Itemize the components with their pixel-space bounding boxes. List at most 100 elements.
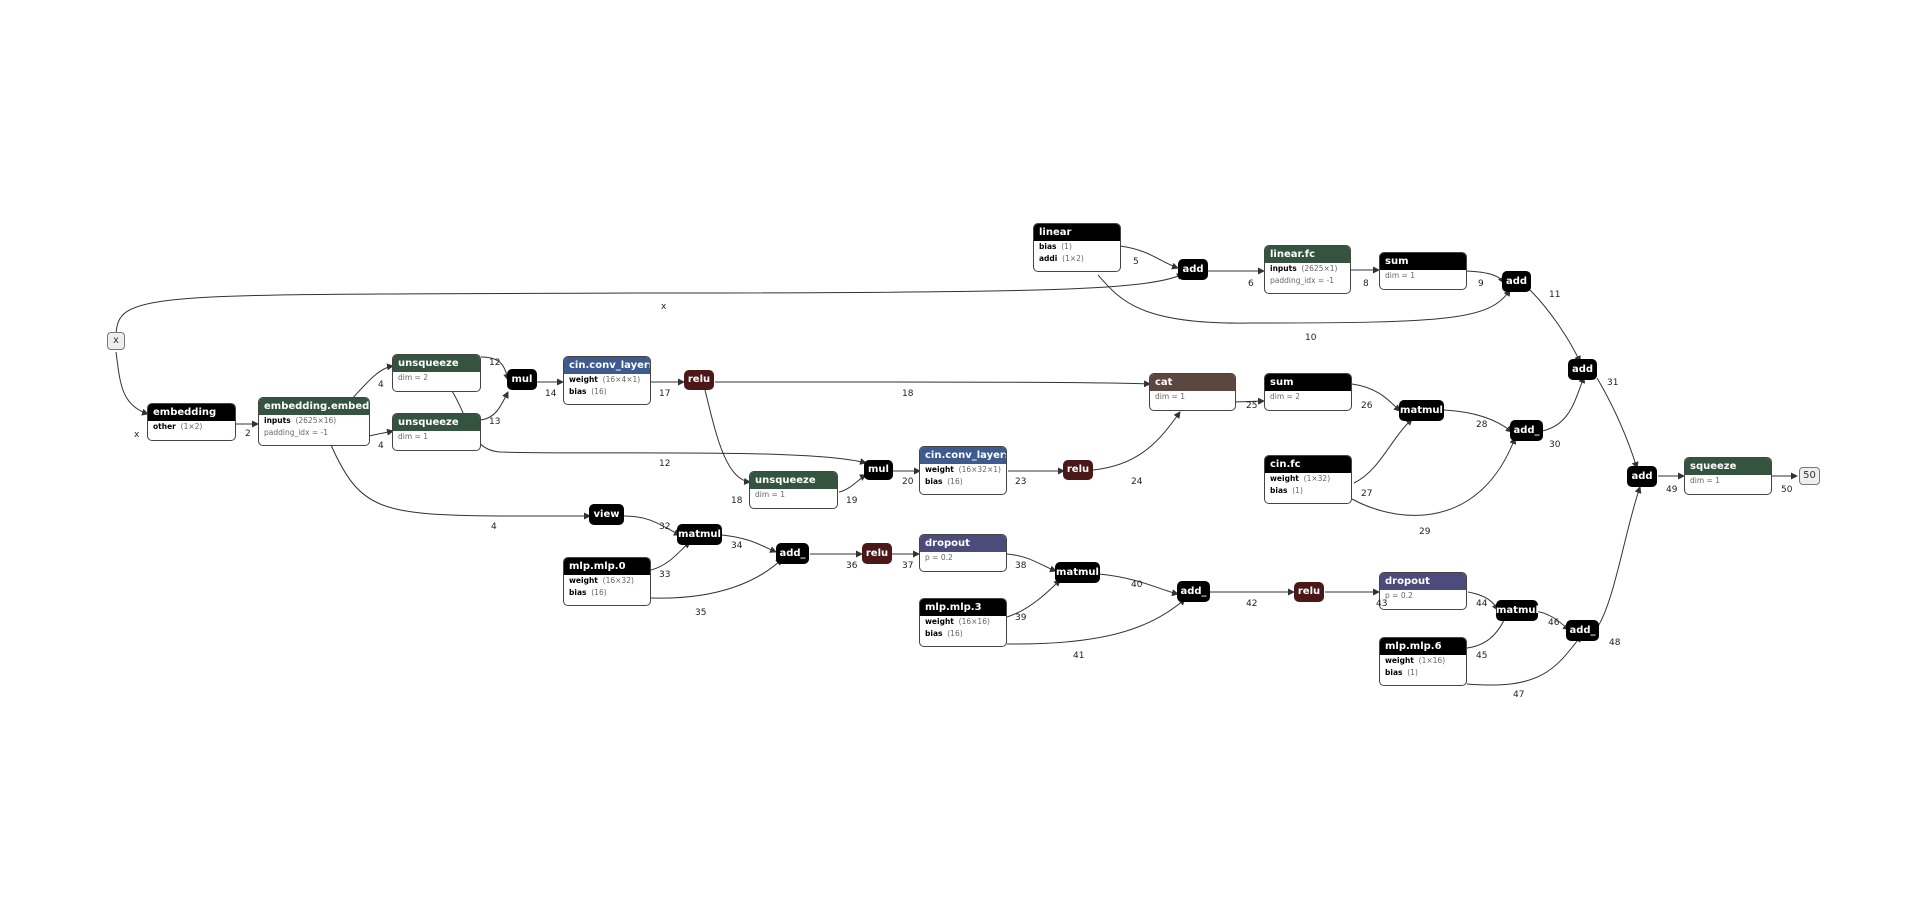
add-inplace-op-3[interactable]: add_ bbox=[1566, 620, 1599, 641]
sum-node-1[interactable]: sum dim = 1 bbox=[1379, 252, 1467, 290]
node-title: dropout bbox=[920, 535, 1006, 552]
add-op-1[interactable]: add bbox=[1178, 259, 1208, 280]
matmul-op-2[interactable]: matmul bbox=[1055, 562, 1100, 583]
sum-node-2[interactable]: sum dim = 2 bbox=[1264, 373, 1352, 411]
edge bbox=[704, 389, 751, 485]
embedding-embedding-node[interactable]: embedding.embedding inputs (2625×16) pad… bbox=[258, 397, 370, 446]
cin-fc-node[interactable]: cin.fc weight (1×32) bias (1) bbox=[1264, 455, 1352, 504]
edge-label: 35 bbox=[695, 608, 707, 618]
edge-label: 29 bbox=[1419, 527, 1431, 537]
mlp-mlp-3-node[interactable]: mlp.mlp.3 weight (16×16) bias (16) bbox=[919, 598, 1007, 647]
edge-label: 18 bbox=[902, 389, 914, 399]
node-title: mlp.mlp.3 bbox=[920, 599, 1006, 616]
edge bbox=[451, 390, 867, 465]
edge-label: 20 bbox=[902, 477, 914, 487]
cin-conv-layers-1-node[interactable]: cin.conv_layers.1 weight (16×32×1) bias … bbox=[919, 446, 1007, 495]
edge-label: 31 bbox=[1607, 378, 1619, 388]
edge bbox=[1351, 437, 1517, 516]
add-inplace-op-4[interactable]: add_ bbox=[1510, 420, 1543, 441]
relu-op-3[interactable]: relu bbox=[862, 543, 892, 564]
edge bbox=[1233, 397, 1265, 405]
edge-label: 48 bbox=[1609, 638, 1621, 648]
edge bbox=[1529, 289, 1581, 363]
add-op-2[interactable]: add bbox=[1502, 271, 1531, 292]
edge bbox=[1006, 553, 1057, 573]
edge-label: 38 bbox=[1015, 561, 1027, 571]
add-inplace-op-2[interactable]: add_ bbox=[1177, 581, 1210, 602]
edge-label: 30 bbox=[1549, 440, 1561, 450]
edge bbox=[115, 351, 149, 416]
edge-label: 32 bbox=[659, 522, 671, 532]
node-title: dropout bbox=[1380, 573, 1466, 590]
edge bbox=[838, 474, 867, 493]
node-title: cin.conv_layers.0 bbox=[564, 357, 650, 374]
edge bbox=[115, 273, 1184, 336]
relu-op-4[interactable]: relu bbox=[1294, 582, 1324, 602]
node-title: mlp.mlp.6 bbox=[1380, 638, 1466, 655]
embedding-node[interactable]: embedding other (1×2) bbox=[147, 403, 236, 441]
unsqueeze-node-3[interactable]: unsqueeze dim = 1 bbox=[749, 471, 838, 509]
matmul-op-3[interactable]: matmul bbox=[1496, 600, 1539, 621]
edge-label: 12 bbox=[489, 358, 501, 368]
edge bbox=[1119, 245, 1179, 270]
edge-label: 23 bbox=[1015, 477, 1027, 487]
input-x[interactable]: x bbox=[107, 332, 125, 350]
unsqueeze-node-1[interactable]: unsqueeze dim = 2 bbox=[392, 354, 481, 392]
output-50[interactable]: 50 bbox=[1799, 467, 1820, 485]
edge-label: 9 bbox=[1478, 279, 1484, 289]
add-op-3[interactable]: add bbox=[1568, 359, 1597, 380]
node-title: unsqueeze bbox=[393, 414, 480, 431]
add-inplace-op-1[interactable]: add_ bbox=[776, 543, 809, 564]
unsqueeze-node-2[interactable]: unsqueeze dim = 1 bbox=[392, 413, 481, 451]
edge-label: 10 bbox=[1305, 333, 1317, 343]
edge bbox=[1006, 579, 1061, 618]
relu-op-1[interactable]: relu bbox=[684, 370, 714, 390]
edge-label: 17 bbox=[659, 389, 671, 399]
edge bbox=[1596, 377, 1639, 469]
edge bbox=[1596, 486, 1642, 629]
cin-conv-layers-0-node[interactable]: cin.conv_layers.0 weight (16×4×1) bias (… bbox=[563, 356, 651, 405]
edge bbox=[1466, 635, 1582, 686]
edge-label: 33 bbox=[659, 570, 671, 580]
node-title: squeeze bbox=[1685, 458, 1771, 475]
node-title: cat bbox=[1150, 374, 1235, 391]
edge-label: 25 bbox=[1246, 401, 1258, 411]
edge bbox=[1098, 573, 1179, 597]
add-op-4[interactable]: add bbox=[1627, 466, 1657, 487]
edge-label: 8 bbox=[1363, 279, 1369, 289]
edge bbox=[368, 428, 394, 437]
linear-fc-node[interactable]: linear.fc inputs (2625×1) padding_idx = … bbox=[1264, 245, 1351, 294]
mul-op-2[interactable]: mul bbox=[864, 460, 893, 480]
mlp-mlp-0-node[interactable]: mlp.mlp.0 weight (16×32) bias (16) bbox=[563, 557, 651, 606]
edge-label: 26 bbox=[1361, 401, 1373, 411]
mlp-mlp-6-node[interactable]: mlp.mlp.6 weight (1×16) bias (1) bbox=[1379, 637, 1467, 686]
dropout-node-1[interactable]: dropout p = 0.2 bbox=[919, 534, 1007, 572]
edge-label: 28 bbox=[1476, 420, 1488, 430]
view-op[interactable]: view bbox=[589, 504, 624, 525]
edge-label: 27 bbox=[1361, 489, 1373, 499]
relu-op-2[interactable]: relu bbox=[1063, 460, 1093, 480]
edge-label: 34 bbox=[731, 541, 743, 551]
matmul-op-1[interactable]: matmul bbox=[677, 524, 722, 545]
dropout-node-2[interactable]: dropout p = 0.2 bbox=[1379, 572, 1467, 610]
node-title: linear bbox=[1034, 224, 1120, 241]
edge-label: 40 bbox=[1131, 580, 1143, 590]
edge-label: 11 bbox=[1549, 290, 1561, 300]
edge bbox=[1353, 418, 1413, 484]
edge bbox=[650, 541, 691, 571]
edge-label: 4 bbox=[491, 522, 497, 532]
cat-node[interactable]: cat dim = 1 bbox=[1149, 373, 1236, 411]
edge-label: 47 bbox=[1513, 690, 1525, 700]
matmul-op-4[interactable]: matmul bbox=[1399, 400, 1444, 421]
mul-op-1[interactable]: mul bbox=[507, 369, 537, 390]
edge-label: 14 bbox=[545, 389, 557, 399]
edge-label: 19 bbox=[846, 496, 858, 506]
squeeze-node[interactable]: squeeze dim = 1 bbox=[1684, 457, 1772, 495]
edge-label: 37 bbox=[902, 561, 914, 571]
linear-node[interactable]: linear bias (1) addi (1×2) bbox=[1033, 223, 1121, 272]
node-title: cin.conv_layers.1 bbox=[920, 447, 1006, 464]
edge-label: 18 bbox=[731, 496, 743, 506]
edge-label: 6 bbox=[1248, 279, 1254, 289]
edge-label: x bbox=[134, 430, 140, 440]
